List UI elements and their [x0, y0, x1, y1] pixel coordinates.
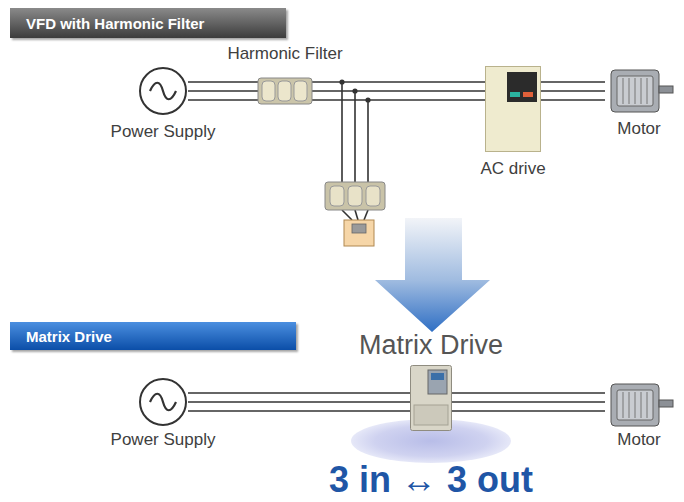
banner-title: Matrix Drive — [26, 328, 112, 345]
section-banner: Matrix Drive — [10, 322, 296, 350]
phase-line — [188, 99, 258, 101]
three-phase-wire — [312, 82, 485, 100]
section-banner: VFD with Harmonic Filter — [10, 8, 286, 38]
drive-symbol: AC drive — [485, 66, 541, 152]
component-label: Power Supply — [111, 122, 216, 142]
circle-icon — [138, 377, 188, 427]
phase-line — [312, 81, 485, 83]
banner-title: VFD with Harmonic Filter — [26, 15, 204, 32]
circle-symbol: Power Supply — [138, 66, 188, 116]
circle-symbol: Power Supply — [138, 377, 188, 427]
matrix-symbol: Matrix Drive3 in ↔ 3 out — [410, 365, 452, 431]
phase-line — [188, 81, 258, 83]
phase-line — [188, 392, 410, 394]
component-label: Harmonic Filter — [227, 44, 342, 64]
three-phase-wire — [541, 82, 605, 100]
phase-line — [452, 410, 605, 412]
phase-line — [541, 90, 605, 92]
three-phase-wire — [188, 393, 410, 411]
motor-icon — [605, 380, 673, 430]
phase-line — [312, 99, 485, 101]
transition-arrow — [375, 218, 490, 332]
component-label: Motor — [617, 430, 660, 450]
drive-icon — [485, 66, 541, 152]
three-phase-wire — [452, 393, 605, 411]
filter-icon — [258, 76, 312, 106]
phase-line — [541, 81, 605, 83]
phase-line — [452, 401, 605, 403]
matrix-icon — [410, 365, 452, 431]
three-phase-wire — [188, 82, 258, 100]
motor-symbol: Motor — [605, 66, 673, 116]
phase-line — [188, 90, 258, 92]
component-label: Matrix Drive — [359, 330, 503, 361]
circle-icon — [138, 66, 188, 116]
component-label: 3 in ↔ 3 out — [329, 459, 533, 500]
motor-symbol: Motor — [605, 380, 673, 430]
phase-line — [541, 99, 605, 101]
component-label: Motor — [617, 119, 660, 139]
phase-line — [452, 392, 605, 394]
filter-symbol: Harmonic Filter — [258, 76, 312, 106]
component-label: Power Supply — [111, 430, 216, 450]
phase-line — [312, 90, 485, 92]
phase-line — [188, 410, 410, 412]
motor-icon — [605, 66, 673, 116]
capacitor — [344, 220, 374, 246]
component-label: AC drive — [480, 159, 545, 179]
phase-line — [188, 401, 410, 403]
shunt-reactor — [325, 182, 385, 210]
